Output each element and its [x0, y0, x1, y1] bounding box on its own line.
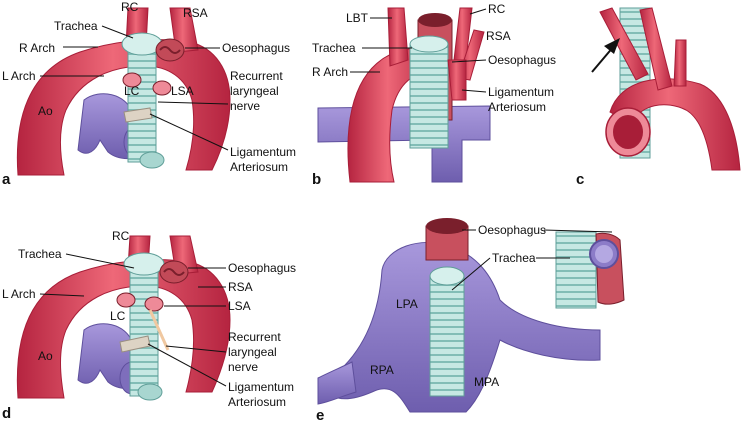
label-ligamentum: Ligamentum: [230, 145, 296, 159]
label-oesophagus: Oesophagus: [488, 53, 556, 67]
arrow-head: [604, 38, 620, 54]
label-lsa: LSA: [171, 84, 194, 98]
trachea-shape: [129, 261, 159, 397]
label-rc: RC: [112, 229, 130, 243]
label-laryngeal: laryngeal: [228, 345, 277, 359]
pulmonary-artery-shape: [337, 242, 601, 413]
panel-d: RC Trachea Oesophagus RSA L Arch LSA LC …: [2, 229, 296, 422]
trachea-shape: [127, 41, 157, 163]
label-ao: Ao: [38, 104, 53, 118]
label-arteriosum: Arteriosum: [230, 160, 288, 174]
leader-trachea-left: [451, 257, 491, 291]
ligamentum-shape: [119, 335, 151, 353]
label-lbt: LBT: [346, 11, 369, 25]
oesophagus-lumen: [159, 46, 181, 54]
panel-letter-a: a: [2, 171, 11, 188]
label-trachea: Trachea: [18, 247, 62, 261]
oesophagus-top: [426, 218, 468, 234]
label-ligamentum: Ligamentum: [228, 380, 294, 394]
ligamentum-shape: [123, 107, 153, 123]
rpa-branch: [317, 361, 357, 405]
oesophagus-top: [418, 13, 452, 27]
left-subclavian-ring: [152, 80, 172, 96]
inset-vessel-lumen: [595, 245, 613, 263]
label-oesophagus: Oesophagus: [228, 261, 296, 275]
label-ao: Ao: [38, 349, 53, 363]
oesophagus-lumen: [163, 268, 185, 276]
label-lpa: LPA: [396, 297, 418, 311]
panel-e: Oesophagus Trachea LPA RPA MPA e: [316, 218, 625, 424]
label-ligamentum: Ligamentum: [488, 85, 554, 99]
label-trachea: Trachea: [312, 41, 356, 55]
pulmonary-vessel: [317, 105, 491, 183]
label-r-arch: R Arch: [312, 65, 348, 79]
trachea-shape: [429, 275, 465, 397]
aortic-arch-shape: [16, 259, 231, 399]
trachea-shape: [409, 43, 449, 149]
aortic-arch-shape: [16, 39, 231, 176]
label-rc: RC: [121, 0, 139, 14]
label-recurrent: Recurrent: [230, 69, 283, 83]
left-carotid-ring: [122, 72, 142, 88]
panel-letter-d: d: [2, 405, 11, 422]
leader-trachea: [65, 253, 135, 269]
leader-l-arch: [39, 293, 85, 297]
trachea-opening: [429, 266, 465, 286]
branch-vessel-2: [599, 7, 649, 81]
label-oesophagus: Oesophagus: [478, 223, 546, 237]
leader-ligamentum: [149, 113, 229, 151]
label-arteriosum: Arteriosum: [488, 100, 546, 114]
branch-vessel-1: [639, 7, 673, 91]
panel-b: LBT RC Trachea RSA R Arch Oesophagus Lig…: [312, 2, 556, 188]
nerve-shape: [148, 309, 170, 351]
panel-letter-c: c: [576, 171, 584, 188]
panel-letter-e: e: [316, 407, 324, 424]
trachea-bottom: [139, 151, 165, 169]
panel-letter-b: b: [312, 171, 321, 188]
label-r-arch: R Arch: [19, 41, 55, 55]
leader-nerve: [165, 345, 227, 353]
label-l-arch: L Arch: [2, 69, 36, 83]
inset-trachea: [555, 231, 597, 309]
label-trachea: Trachea: [492, 251, 536, 265]
panel-c: c: [576, 7, 741, 188]
label-nerve: nerve: [230, 99, 260, 113]
leader-ligamentum: [147, 343, 227, 387]
label-lc: LC: [110, 309, 126, 323]
label-nerve: nerve: [228, 360, 258, 374]
label-arteriosum: Arteriosum: [228, 395, 286, 409]
left-brachiocephalic-vessel: [387, 7, 409, 67]
leader-rc: [469, 8, 487, 15]
label-rpa: RPA: [370, 363, 394, 377]
leader-trachea: [101, 25, 134, 39]
label-laryngeal: laryngeal: [230, 84, 279, 98]
leader-oesophagus-right: [543, 229, 613, 233]
label-trachea: Trachea: [54, 19, 98, 33]
descending-vessel: [447, 59, 467, 101]
label-l-arch: L Arch: [2, 287, 36, 301]
leader-nerve: [157, 101, 229, 105]
label-rsa: RSA: [486, 29, 511, 43]
label-lsa: LSA: [228, 299, 251, 313]
branch-vessel-3: [673, 39, 687, 87]
left-subclavian-ring: [144, 296, 164, 312]
label-recurrent: Recurrent: [228, 330, 281, 344]
label-rsa: RSA: [228, 280, 253, 294]
trachea-opening: [123, 252, 165, 276]
label-rc: RC: [488, 2, 506, 16]
left-carotid-ring: [116, 292, 136, 308]
label-oesophagus: Oesophagus: [222, 41, 290, 55]
label-rsa: RSA: [183, 6, 208, 20]
panel-a: RC RSA Trachea R Arch Oesophagus L Arch …: [2, 0, 296, 188]
trachea-opening: [409, 35, 449, 53]
aorta-lumen: [613, 115, 643, 149]
trachea-bottom: [137, 383, 163, 401]
label-mpa: MPA: [474, 375, 499, 389]
leader-oesophagus: [451, 59, 487, 63]
label-lc: LC: [124, 84, 140, 98]
leader-ligamentum: [461, 89, 487, 93]
